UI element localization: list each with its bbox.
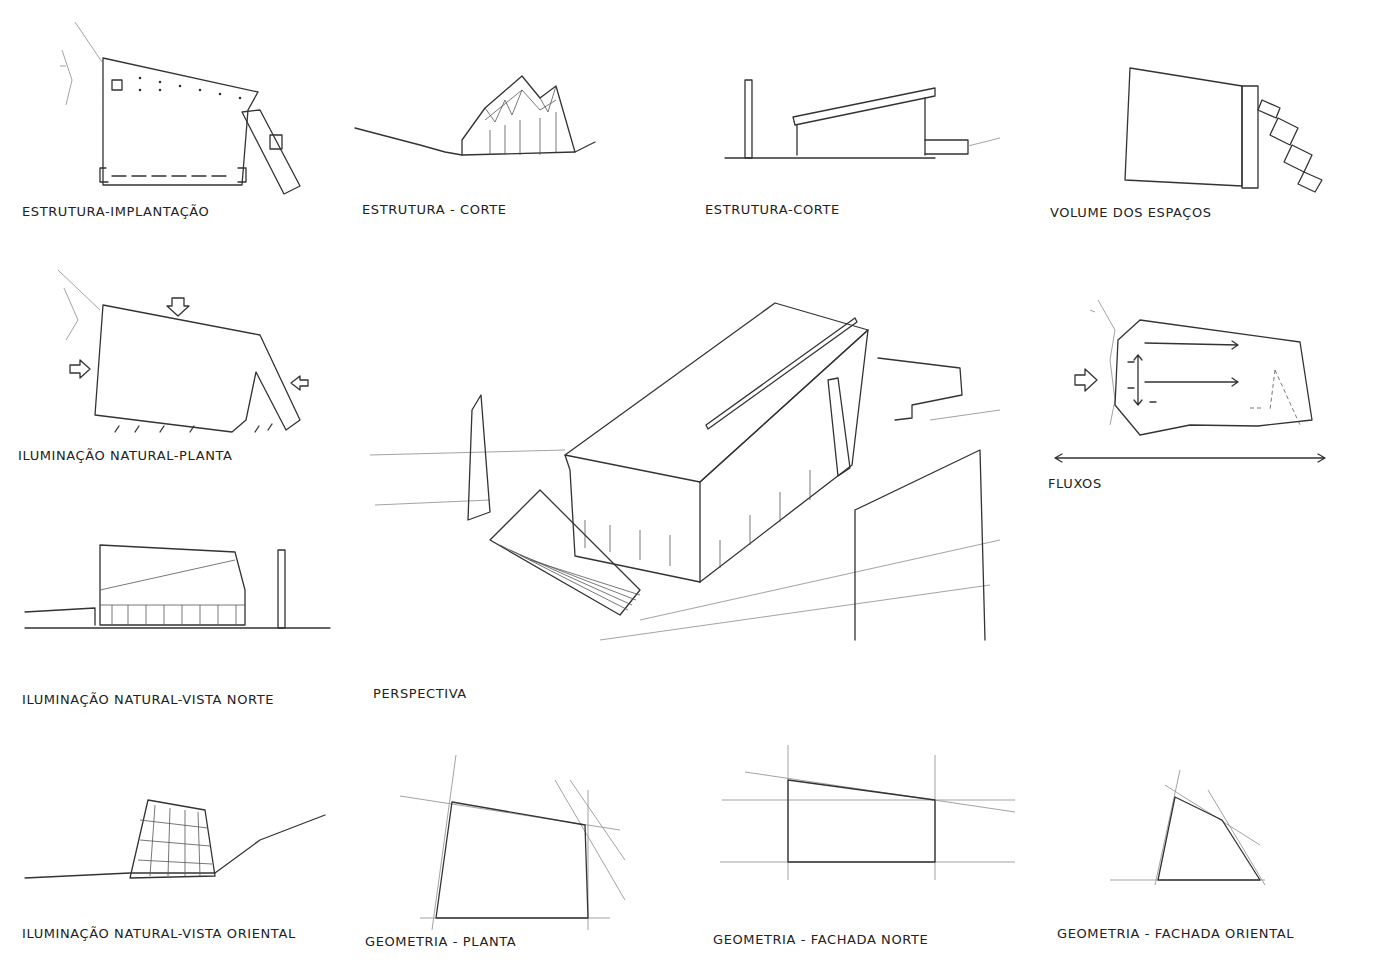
sketch-caption: VOLUME DOS ESPAÇOS	[1050, 205, 1212, 220]
north-elevation	[25, 545, 330, 628]
sketch-caption: GEOMETRIA - FACHADA ORIENTAL	[1057, 926, 1294, 941]
plan-geometry	[400, 755, 625, 930]
sketch-caption: ESTRUTURA-IMPLANTAÇÃO	[22, 204, 209, 219]
section-truss	[355, 76, 595, 155]
sketch-caption: PERSPECTIVA	[373, 686, 467, 701]
sketch-caption: ESTRUTURA-CORTE	[705, 202, 840, 217]
daylight-plan	[58, 270, 308, 432]
east-elevation	[25, 800, 325, 878]
volume-plan	[1125, 68, 1322, 192]
sketch-caption: ILUMINAÇÃO NATURAL-VISTA NORTE	[22, 692, 274, 707]
north-geometry	[720, 745, 1015, 880]
site-plan	[60, 22, 300, 194]
sketch-caption: ILUMINAÇÃO NATURAL-PLANTA	[18, 448, 232, 463]
sketch-caption: FLUXOS	[1048, 476, 1102, 491]
perspective-view	[370, 303, 1000, 640]
flow-plan	[1055, 300, 1325, 462]
sketch-caption: ILUMINAÇÃO NATURAL-VISTA ORIENTAL	[22, 926, 296, 941]
sketch-caption: ESTRUTURA - CORTE	[362, 202, 507, 217]
east-geometry	[1110, 770, 1265, 885]
section-roof	[725, 80, 1000, 158]
sketch-caption: GEOMETRIA - PLANTA	[365, 934, 516, 949]
sketch-caption: GEOMETRIA - FACHADA NORTE	[713, 932, 928, 947]
